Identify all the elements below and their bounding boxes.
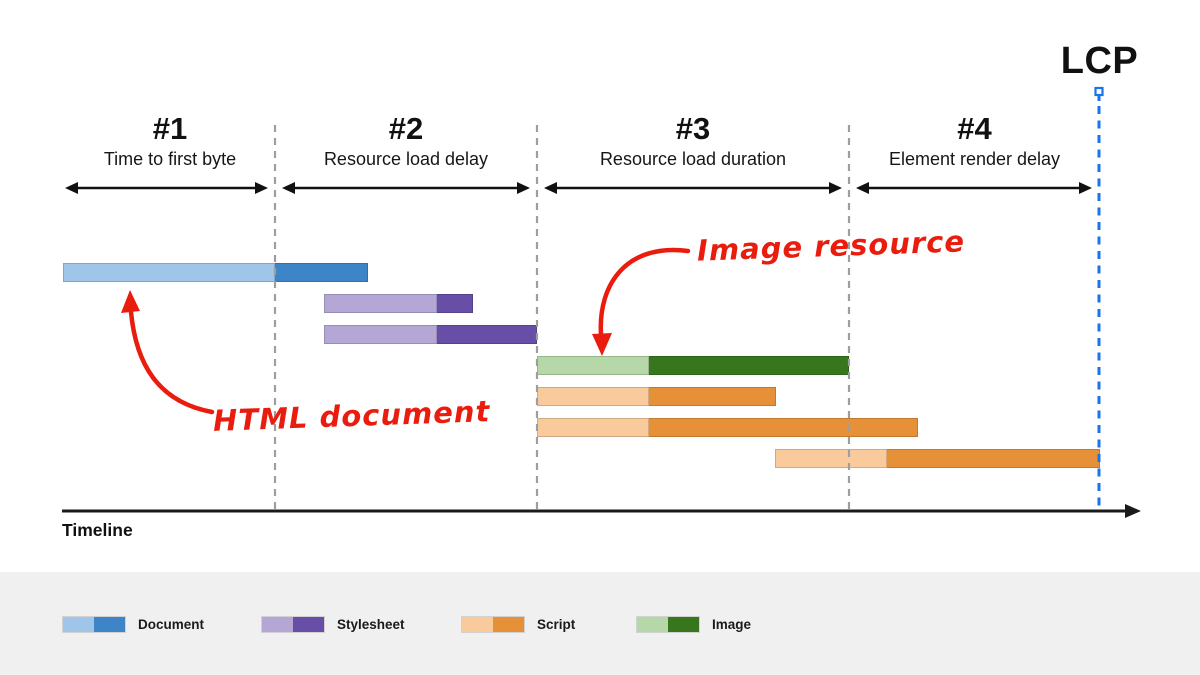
phase-4-header: #4 Element render delay <box>849 112 1100 170</box>
legend-label-stylesheet: Stylesheet <box>337 617 405 632</box>
bar-segment-light <box>775 449 887 468</box>
phase-4-label: Element render delay <box>888 149 1061 169</box>
image-swatch-icon <box>636 616 700 633</box>
phase-2-header: #2 Resource load delay <box>275 112 537 170</box>
document-swatch-icon <box>62 616 126 633</box>
phase-4-number: #4 <box>957 111 992 146</box>
legend-item-document: Document <box>62 616 205 633</box>
legend-band: Document Stylesheet Script Image <box>0 572 1200 675</box>
legend-label-image: Image <box>712 617 752 632</box>
timeline-axis-label: Timeline <box>62 520 133 540</box>
bar-stylesheet <box>324 325 537 344</box>
legend-item-image: Image <box>636 616 752 633</box>
legend-label-document: Document <box>138 617 205 632</box>
bar-segment-dark <box>649 418 918 437</box>
phase-2-number: #2 <box>388 111 424 146</box>
phase-1-label: Time to first byte <box>103 149 237 169</box>
phase-3-header: #3 Resource load duration <box>537 112 849 170</box>
bar-segment-dark <box>649 387 776 406</box>
phase-1-header: #1 Time to first byte <box>65 112 275 170</box>
phase-1-number: #1 <box>152 111 188 146</box>
phase-2-label: Resource load delay <box>323 149 489 169</box>
bar-segment-light <box>537 356 649 375</box>
legend-item-stylesheet: Stylesheet <box>261 616 405 633</box>
bar-segment-light <box>537 418 649 437</box>
legend-item-script: Script <box>461 616 576 633</box>
bar-script <box>537 418 918 437</box>
bar-segment-dark <box>275 263 368 282</box>
bar-script <box>537 387 776 406</box>
bar-segment-dark <box>649 356 849 375</box>
bar-stylesheet <box>324 294 473 313</box>
script-swatch-icon <box>461 616 525 633</box>
bar-segment-dark <box>437 325 537 344</box>
stylesheet-swatch-icon <box>261 616 325 633</box>
phase-3-label: Resource load duration <box>599 149 787 169</box>
bar-document <box>63 263 368 282</box>
bar-segment-light <box>324 294 437 313</box>
bar-segment-light <box>63 263 275 282</box>
phase-3-number: #3 <box>675 111 711 146</box>
bar-segment-dark <box>437 294 473 313</box>
bar-script <box>775 449 1100 468</box>
bar-segment-light <box>324 325 437 344</box>
legend-label-script: Script <box>537 617 576 632</box>
bar-segment-light <box>537 387 649 406</box>
bar-image <box>537 356 849 375</box>
bar-segment-dark <box>887 449 1100 468</box>
lcp-title: LCP <box>1060 40 1139 82</box>
